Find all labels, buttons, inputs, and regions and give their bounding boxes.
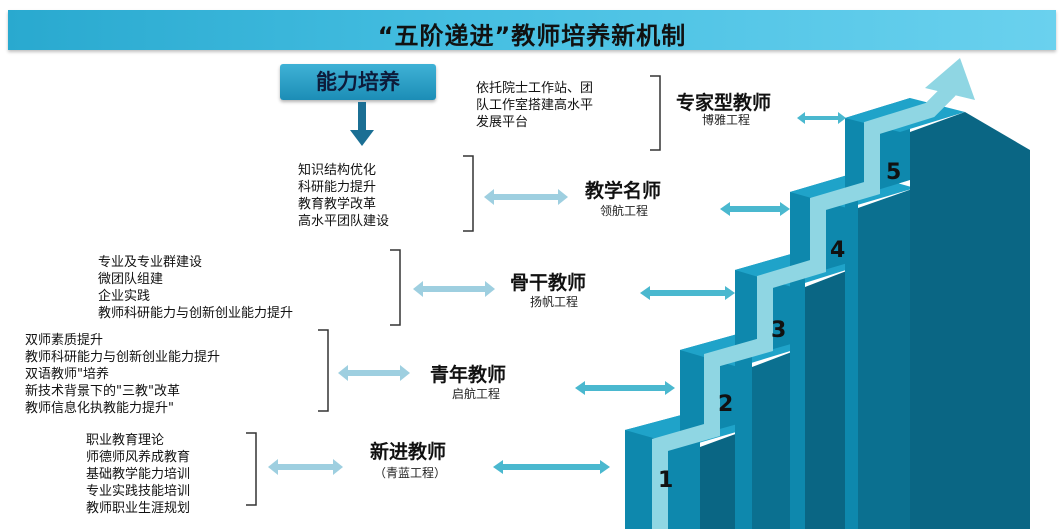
list-item: 队工作室搭建高水平	[476, 98, 594, 113]
connector-arrows	[268, 112, 846, 475]
step-number-1: 1	[658, 468, 674, 493]
step-number-2: 2	[718, 392, 734, 417]
level-5-subtitle: 博雅工程	[702, 113, 751, 127]
level-1-title: 新进教师	[370, 441, 447, 463]
level-5-items: 依托院士工作站、团 队工作室搭建高水平 发展平台	[476, 80, 593, 131]
level-3-title: 骨干教师	[510, 272, 587, 294]
ability-training-box: 能力培养	[280, 64, 436, 100]
list-item: 专业及专业群建设	[98, 255, 203, 270]
step-number-4: 4	[830, 238, 846, 263]
step-number-3: 3	[771, 318, 787, 343]
list-item: 高水平团队建设	[298, 214, 390, 229]
list-item: 新技术背景下的"三教"改革	[25, 384, 180, 399]
down-arrow-icon	[350, 102, 374, 146]
list-item: 教育教学改革	[298, 197, 377, 212]
brackets	[246, 75, 661, 506]
staircase	[625, 98, 1030, 529]
list-item: 微团队组建	[98, 272, 164, 287]
list-item: 职业教育理论	[86, 433, 165, 448]
list-item: 双师素质提升	[25, 333, 104, 348]
level-3-subtitle: 扬帆工程	[530, 295, 579, 309]
list-item: 基础教学能力培训	[86, 467, 191, 482]
level-2-subtitle: 启航工程	[452, 387, 501, 401]
list-item: 依托院士工作站、团	[476, 81, 594, 96]
list-item: 企业实践	[98, 289, 151, 304]
level-2-items: 双师素质提升 教师科研能力与创新创业能力提升 双语教师"培养 新技术背景下的"三…	[25, 332, 220, 417]
step-number-5: 5	[886, 160, 902, 185]
page-title: “五阶递进”教师培养新机制	[377, 22, 687, 50]
title-bar: “五阶递进”教师培养新机制	[8, 10, 1056, 50]
list-item: 教师信息化执教能力提升"	[25, 401, 174, 416]
level-4-title: 教学名师	[585, 180, 662, 202]
list-item: 师德师风养成教育	[86, 450, 191, 465]
level-3-items: 专业及专业群建设 微团队组建 企业实践 教师科研能力与创新创业能力提升	[98, 254, 293, 322]
level-2-title: 青年教师	[430, 364, 507, 386]
list-item: 知识结构优化	[298, 163, 377, 178]
level-5-title: 专家型教师	[676, 92, 772, 114]
growth-path-arrow	[652, 58, 975, 529]
list-item: 教师职业生涯规划	[86, 501, 191, 516]
list-item: 双语教师"培养	[25, 367, 109, 382]
level-1-items: 职业教育理论 师德师风养成教育 基础教学能力培训 专业实践技能培训 教师职业生涯…	[86, 432, 190, 517]
list-item: 教师科研能力与创新创业能力提升	[25, 350, 221, 365]
list-item: 教师科研能力与创新创业能力提升	[98, 306, 294, 321]
list-item: 科研能力提升	[298, 180, 377, 195]
level-4-subtitle: 领航工程	[600, 204, 649, 218]
list-item: 专业实践技能培训	[86, 484, 191, 499]
level-4-items: 知识结构优化 科研能力提升 教育教学改革 高水平团队建设	[298, 162, 389, 230]
level-1-subtitle: （青蓝工程）	[374, 466, 447, 480]
list-item: 发展平台	[476, 115, 529, 130]
